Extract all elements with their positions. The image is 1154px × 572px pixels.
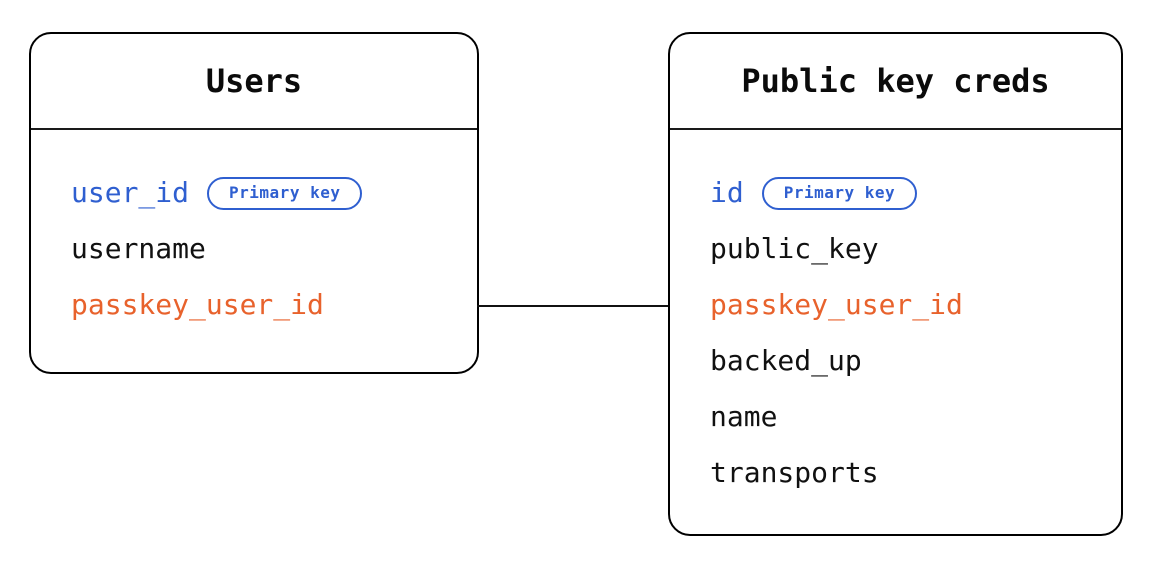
field-row-passkey-user-id[interactable]: passkey_user_id bbox=[670, 277, 1121, 333]
field-row-transports[interactable]: transports bbox=[670, 445, 1121, 501]
field-row-username[interactable]: username bbox=[31, 221, 477, 277]
field-name-public-key: public_key bbox=[710, 232, 879, 265]
entity-box-users[interactable]: Users user_id Primary key username passk… bbox=[29, 32, 479, 374]
field-name-user-id: user_id bbox=[71, 176, 190, 209]
field-list-users: user_id Primary key username passkey_use… bbox=[31, 130, 477, 372]
entity-title-public-key-creds: Public key creds bbox=[741, 62, 1050, 100]
field-name-username: username bbox=[71, 232, 206, 265]
entity-box-public-key-creds[interactable]: Public key creds id Primary key public_k… bbox=[668, 32, 1123, 536]
entity-header-divider bbox=[31, 128, 477, 130]
field-name-passkey-user-id: passkey_user_id bbox=[710, 288, 963, 321]
field-row-backed-up[interactable]: backed_up bbox=[670, 333, 1121, 389]
field-name-passkey-user-id: passkey_user_id bbox=[71, 288, 324, 321]
field-row-user-id[interactable]: user_id Primary key bbox=[31, 165, 477, 221]
field-name-id: id bbox=[710, 176, 744, 209]
entity-header-divider bbox=[670, 128, 1121, 130]
field-name-backed-up: backed_up bbox=[710, 344, 862, 377]
field-row-public-key[interactable]: public_key bbox=[670, 221, 1121, 277]
primary-key-badge: Primary key bbox=[207, 176, 363, 210]
field-name-name: name bbox=[710, 400, 778, 433]
entity-title-users: Users bbox=[205, 62, 303, 100]
field-row-id[interactable]: id Primary key bbox=[670, 165, 1121, 221]
field-list-public-key-creds: id Primary key public_key passkey_user_i… bbox=[670, 130, 1121, 534]
field-row-passkey-user-id[interactable]: passkey_user_id bbox=[31, 277, 477, 333]
field-name-transports: transports bbox=[710, 456, 879, 489]
field-row-name[interactable]: name bbox=[670, 389, 1121, 445]
relationship-connector-line bbox=[477, 305, 670, 307]
primary-key-badge: Primary key bbox=[761, 176, 918, 210]
